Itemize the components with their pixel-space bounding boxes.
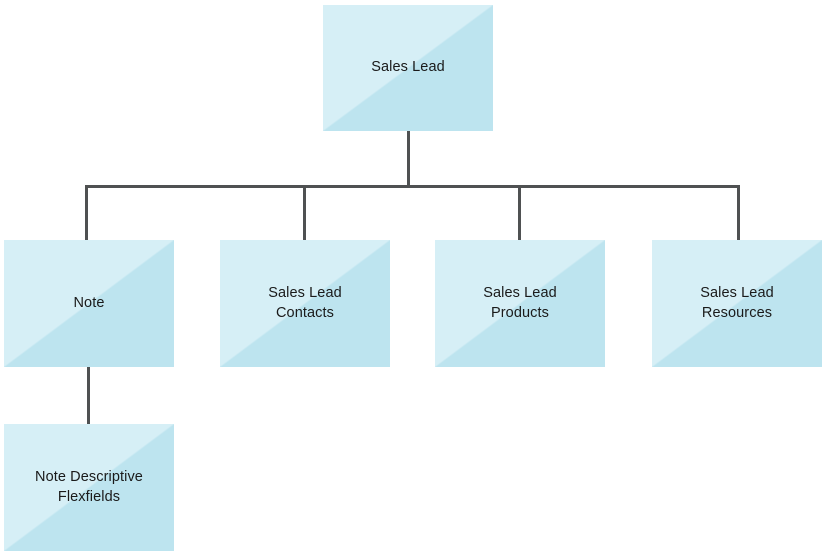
node-label-sales-lead-products: Sales Lead Products bbox=[483, 285, 557, 321]
connector-drop-sales-lead-resources bbox=[737, 185, 740, 241]
node-sales-lead-resources[interactable]: Sales Lead Resources bbox=[652, 240, 822, 367]
connector-horizontal-bus bbox=[85, 185, 740, 188]
node-label-sales-lead-contacts: Sales Lead Contacts bbox=[268, 285, 342, 321]
node-sales-lead[interactable]: Sales Lead bbox=[323, 5, 493, 131]
node-note-descriptive-flexfields[interactable]: Note Descriptive Flexfields bbox=[4, 424, 174, 551]
node-sales-lead-contacts[interactable]: Sales Lead Contacts bbox=[220, 240, 390, 367]
node-label-note: Note bbox=[73, 294, 105, 311]
connector-drop-sales-lead-contacts bbox=[303, 185, 306, 241]
node-sales-lead-products[interactable]: Sales Lead Products bbox=[435, 240, 605, 367]
node-label-note-descriptive-flexfields: Note Descriptive Flexfields bbox=[35, 469, 143, 505]
connector-drop-note bbox=[85, 185, 88, 241]
connector-drop-sales-lead-products bbox=[518, 185, 521, 241]
connector-root-stem bbox=[407, 131, 410, 188]
node-note[interactable]: Note bbox=[4, 240, 174, 367]
node-label-sales-lead: Sales Lead bbox=[371, 59, 445, 76]
node-label-sales-lead-resources: Sales Lead Resources bbox=[700, 285, 774, 321]
connector-note-to-note-descriptive-flexfields bbox=[87, 367, 90, 424]
